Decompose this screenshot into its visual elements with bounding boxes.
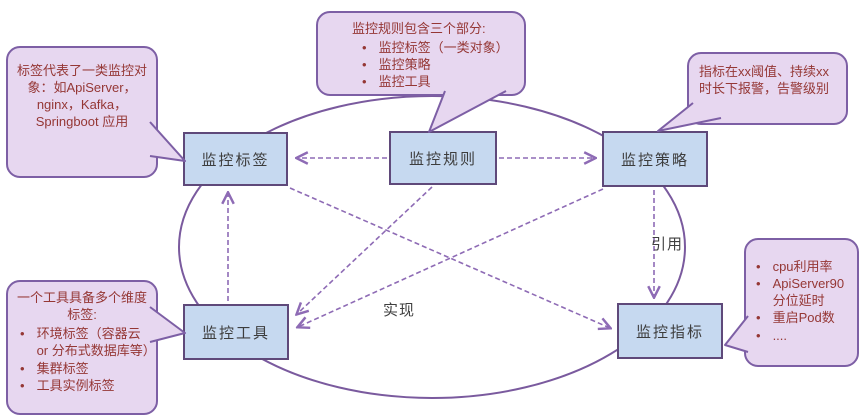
node-monitor-tag: 监控标签 bbox=[183, 132, 288, 186]
node-monitor-tool: 监控工具 bbox=[183, 304, 289, 360]
bullet-icon bbox=[362, 39, 367, 56]
callout-tag-note: 标签代表了一类监控对象：如ApiServer，nginx，Kafka，Sprin… bbox=[6, 46, 158, 178]
callout-tool-note-title: 一个工具具备多个维度标签: bbox=[16, 290, 147, 323]
list-item: 监控策略 bbox=[362, 56, 516, 73]
bullet-icon bbox=[756, 275, 761, 309]
node-monitor-tool-label: 监控工具 bbox=[201, 324, 270, 342]
edge-rule-to-tool bbox=[297, 186, 433, 314]
callout-metric-note-list: cpu利用率 ApiServer90分位延时 重启Pod数 .... bbox=[756, 258, 851, 344]
bullet-icon bbox=[362, 56, 367, 73]
edge-label-reference: 引用 bbox=[651, 236, 684, 253]
edge-tag-to-metric bbox=[289, 187, 610, 328]
callout-strategy-note: 指标在xx阈值、持续xx时长下报警，告警级别 bbox=[687, 52, 848, 125]
list-item: 集群标签 bbox=[20, 360, 150, 377]
list-item: 监控工具 bbox=[362, 73, 516, 90]
bullet-icon bbox=[20, 325, 25, 359]
edge-strategy-to-tool bbox=[298, 188, 604, 327]
list-item: cpu利用率 bbox=[756, 258, 851, 275]
node-monitor-strategy-label: 监控策略 bbox=[620, 151, 689, 169]
list-item: 环境标签（容器云or 分布式数据库等） bbox=[20, 325, 156, 359]
node-monitor-rule-label: 监控规则 bbox=[408, 150, 477, 168]
bullet-icon bbox=[20, 377, 25, 394]
bullet-icon bbox=[756, 327, 761, 344]
callout-strategy-note-text: 指标在xx阈值、持续xx时长下报警，告警级别 bbox=[699, 64, 830, 97]
callout-rule-note-title: 监控规则包含三个部分: bbox=[352, 21, 486, 36]
callout-tool-note: 一个工具具备多个维度标签: 环境标签（容器云or 分布式数据库等） 集群标签 工… bbox=[6, 280, 158, 415]
callout-tag-note-text: 标签代表了一类监控对象：如ApiServer，nginx，Kafka，Sprin… bbox=[16, 63, 147, 130]
node-monitor-rule: 监控规则 bbox=[389, 131, 497, 185]
edge-label-implement: 实现 bbox=[383, 302, 416, 319]
node-monitor-tag-label: 监控标签 bbox=[201, 151, 270, 169]
callout-rule-note-list: 监控标签（一类对象） 监控策略 监控工具 bbox=[326, 39, 516, 90]
callout-metric-note: cpu利用率 ApiServer90分位延时 重启Pod数 .... bbox=[744, 238, 859, 367]
list-item: 监控标签（一类对象） bbox=[362, 39, 516, 56]
node-monitor-metric: 监控指标 bbox=[617, 303, 723, 359]
bullet-icon bbox=[362, 73, 367, 90]
node-monitor-strategy: 监控策略 bbox=[602, 131, 708, 187]
list-item: 工具实例标签 bbox=[20, 377, 150, 394]
callout-rule-note: 监控规则包含三个部分: 监控标签（一类对象） 监控策略 监控工具 bbox=[316, 11, 526, 96]
node-monitor-metric-label: 监控指标 bbox=[635, 323, 704, 341]
bullet-icon bbox=[756, 258, 761, 275]
list-item: 重启Pod数 bbox=[756, 309, 851, 326]
bullet-icon bbox=[20, 360, 25, 377]
callout-tool-note-list: 环境标签（容器云or 分布式数据库等） 集群标签 工具实例标签 bbox=[14, 325, 156, 394]
list-item: ApiServer90分位延时 bbox=[756, 275, 851, 309]
bullet-icon bbox=[756, 309, 761, 326]
list-item: .... bbox=[756, 327, 851, 344]
